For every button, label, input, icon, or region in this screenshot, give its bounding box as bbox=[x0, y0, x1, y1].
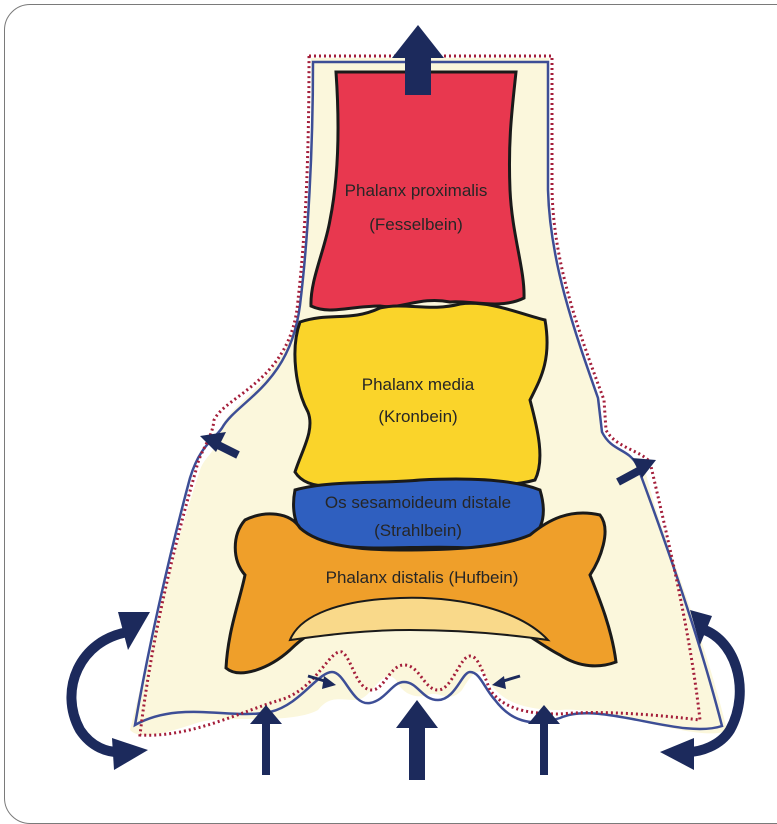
curved-arrow-icon bbox=[71, 612, 150, 770]
arrow-up-icon bbox=[528, 705, 560, 775]
phalanx-media-sublabel: (Kronbein) bbox=[378, 407, 457, 426]
phalanx-distalis-label: Phalanx distalis (Hufbein) bbox=[326, 568, 519, 587]
phalanx-media bbox=[295, 303, 547, 486]
os-sesamoideum-label: Os sesamoideum distale bbox=[325, 493, 511, 512]
phalanx-proximalis-sublabel: (Fesselbein) bbox=[369, 215, 463, 234]
os-sesamoideum-sublabel: (Strahlbein) bbox=[374, 521, 462, 540]
arrow-up-icon bbox=[396, 700, 438, 780]
phalanx-proximalis-label: Phalanx proximalis bbox=[345, 181, 488, 200]
hoof-load-diagram: Phalanx proximalis (Fesselbein) Phalanx … bbox=[0, 0, 777, 803]
phalanx-media-label: Phalanx media bbox=[362, 375, 475, 394]
